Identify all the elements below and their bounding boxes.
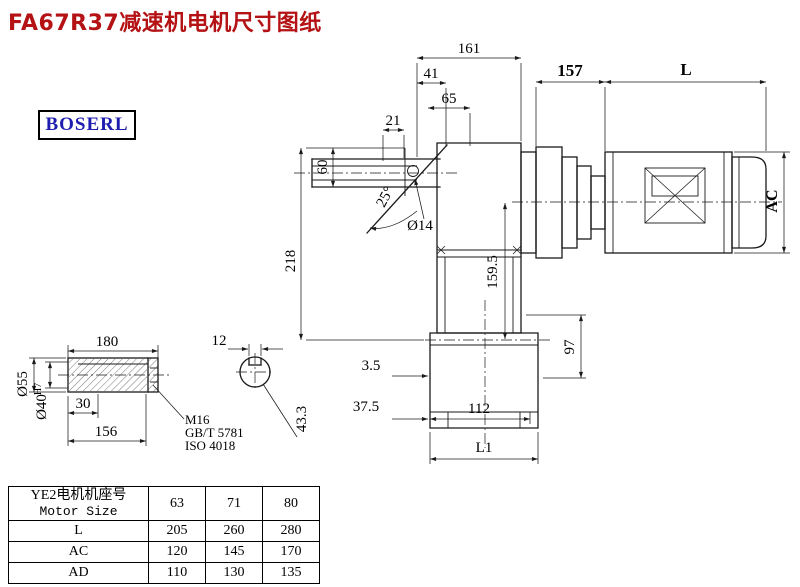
table-row: AC 120 145 170 <box>8 541 320 563</box>
thread-spec-label: M16 <box>185 412 210 427</box>
dim-60-label: 60 <box>315 160 331 175</box>
dim-156-label: 156 <box>95 424 118 440</box>
dim-37_5-label: 37.5 <box>353 399 379 415</box>
dimension-lines-main <box>298 55 790 464</box>
row-label-AD: AD <box>8 562 149 584</box>
value-L-80: 280 <box>262 520 320 542</box>
brand-logo: BOSERL <box>38 110 136 140</box>
dim-218-label: 218 <box>283 250 299 273</box>
dim-157-label: 157 <box>557 61 583 80</box>
frame-size-63: 63 <box>148 486 206 521</box>
output-shaft-detail <box>58 357 185 420</box>
centerlines <box>294 172 782 448</box>
table-row: YE2电机机座号 Motor Size 63 71 80 <box>8 486 320 521</box>
dim-L-label: L <box>680 60 691 79</box>
value-AC-80: 170 <box>262 541 320 563</box>
dim-180-label: 180 <box>96 334 119 350</box>
value-AD-71: 130 <box>205 562 263 584</box>
table-header-en: Motor Size <box>39 504 118 519</box>
dim-dia40-tolerance-label: H7 <box>33 383 44 395</box>
dim-dia40-label: Ø40 <box>34 394 50 420</box>
standard-iso-label: ISO 4018 <box>185 438 235 453</box>
page-title: FA67R37减速机电机尺寸图纸 <box>8 11 322 36</box>
shaft-end-view <box>228 344 298 438</box>
dim-dia55-label: Ø55 <box>15 371 31 397</box>
standard-gb-label: GB/T 5781 <box>185 425 244 440</box>
table-header-motor-size: YE2电机机座号 Motor Size <box>8 486 149 521</box>
value-AC-63: 120 <box>148 541 206 563</box>
dimension-labels-main: 161 41 65 21 157 L 60 218 Ø14 25° AC 159… <box>283 41 781 456</box>
table-header-cn: YE2电机机座号 <box>30 488 127 503</box>
dim-21-label: 21 <box>386 113 401 129</box>
value-AD-63: 110 <box>148 562 206 584</box>
frame-size-80: 80 <box>262 486 320 521</box>
motor-outline <box>520 146 767 259</box>
dim-43_3-label: 43.3 <box>294 406 310 432</box>
shaft-detail-dimensions <box>29 345 159 446</box>
value-L-63: 205 <box>148 520 206 542</box>
dim-161-label: 161 <box>458 41 481 57</box>
dim-dia14-label: Ø14 <box>407 218 433 234</box>
row-label-L: L <box>8 520 149 542</box>
value-AC-71: 145 <box>205 541 263 563</box>
table-row: AD 110 130 135 <box>8 562 320 584</box>
frame-size-71: 71 <box>205 486 263 521</box>
gearbox-housing-outline <box>429 142 539 429</box>
dim-3_5-label: 3.5 <box>362 358 381 374</box>
dim-AC-label: AC <box>764 189 781 212</box>
dim-12-label: 12 <box>212 333 227 349</box>
dim-30-label: 30 <box>76 396 91 412</box>
shaft-detail-labels: 180 Ø55 Ø40 H7 30 156 12 M16 GB/T 5781 I… <box>15 333 310 453</box>
value-L-71: 260 <box>205 520 263 542</box>
dim-97-label: 97 <box>562 339 578 355</box>
dim-25deg-label: 25° <box>373 184 397 210</box>
table-row: L 205 260 280 <box>8 520 320 542</box>
dim-159_5-label: 159.5 <box>485 255 501 289</box>
value-AD-80: 135 <box>262 562 320 584</box>
motor-size-table: YE2电机机座号 Motor Size 63 71 80 L 205 260 2… <box>8 486 320 584</box>
dim-112-label: 112 <box>468 401 490 417</box>
dim-L1-label: L1 <box>476 440 493 456</box>
dim-41-label: 41 <box>424 66 439 82</box>
row-label-AC: AC <box>8 541 149 563</box>
dim-65-label: 65 <box>442 91 457 107</box>
